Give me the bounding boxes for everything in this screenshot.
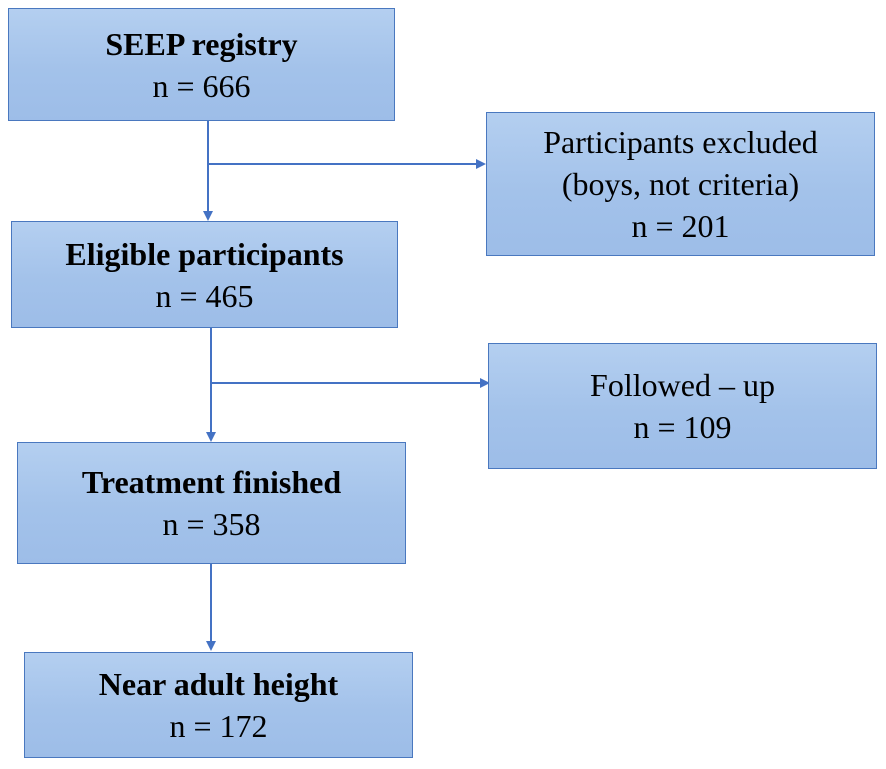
box-followed-up: Followed – up n = 109 <box>488 343 877 469</box>
box-eligible-participants: Eligible participants n = 465 <box>11 221 398 328</box>
box-seep-registry: SEEP registry n = 666 <box>8 8 395 121</box>
treatment-finished-count: n = 358 <box>162 506 261 542</box>
followed-up-count: n = 109 <box>633 409 732 445</box>
seep-registry-count: n = 666 <box>152 67 251 104</box>
seep-registry-title: SEEP registry <box>105 25 298 62</box>
treatment-finished-title: Treatment finished <box>81 464 342 500</box>
excluded-line-1: Participants excluded <box>543 124 818 160</box>
near-adult-height-title: Near adult height <box>98 666 339 702</box>
eligible-count: n = 465 <box>155 277 254 314</box>
excluded-count: n = 201 <box>631 208 730 244</box>
eligible-title: Eligible participants <box>65 235 344 272</box>
followed-up-label: Followed – up <box>590 367 775 403</box>
near-adult-height-count: n = 172 <box>169 708 268 744</box>
box-treatment-finished: Treatment finished n = 358 <box>17 442 406 564</box>
box-participants-excluded: Participants excluded (boys, not criteri… <box>486 112 875 256</box>
box-near-adult-height: Near adult height n = 172 <box>24 652 413 758</box>
excluded-line-2: (boys, not criteria) <box>561 166 800 202</box>
